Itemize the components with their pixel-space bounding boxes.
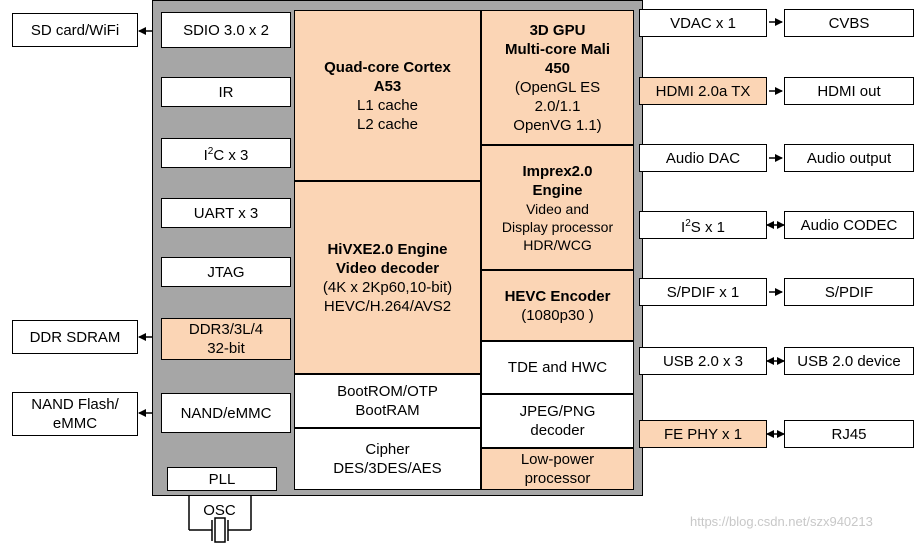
ddr-controller-line2: 32-bit bbox=[207, 340, 245, 357]
ddr-sdram-device: DDR SDRAM bbox=[12, 320, 138, 354]
hdmi-tx-label: HDMI 2.0a TX bbox=[655, 82, 751, 100]
vdec-line1: HiVXE2.0 Engine bbox=[327, 240, 448, 258]
lowpower-line1: Low-power bbox=[520, 451, 595, 468]
gpu-line4: (OpenGL ES bbox=[514, 78, 601, 96]
nand-device-line1: NAND Flash/ bbox=[31, 396, 119, 413]
imprex-line2: Engine bbox=[532, 181, 583, 199]
tde-line1: TDE and HWC bbox=[507, 359, 608, 376]
hevc-enc-line2: (1080p30 ) bbox=[521, 306, 594, 324]
jpeg-line2: decoder bbox=[530, 422, 585, 439]
audio-codec: Audio CODEC bbox=[784, 211, 914, 239]
fe-phy-label: FE PHY x 1 bbox=[663, 425, 743, 443]
rj45-port: RJ45 bbox=[784, 420, 914, 448]
jpeg-line1: JPEG/PNG bbox=[519, 403, 596, 420]
nand-emmc-device: NAND Flash/ eMMC bbox=[12, 392, 138, 436]
cvbs-output: CVBS bbox=[784, 9, 914, 37]
vdec-line3: (4K x 2Kp60,10-bit) bbox=[322, 278, 453, 296]
sdio-interface: SDIO 3.0 x 2 bbox=[161, 12, 291, 48]
usb-label: USB 2.0 x 3 bbox=[662, 352, 744, 370]
lowpower-line2: processor bbox=[524, 470, 591, 487]
i2c-label: I2C x 3 bbox=[203, 145, 249, 164]
hevc-encoder-block: HEVC Encoder (1080p30 ) bbox=[481, 270, 634, 341]
gpu-line1: 3D GPU bbox=[529, 21, 586, 39]
uart-interface: UART x 3 bbox=[161, 198, 291, 228]
gpu-line6: OpenVG 1.1) bbox=[513, 116, 602, 134]
low-power-processor-block: Low-power processor bbox=[481, 448, 634, 490]
usb-device-label: USB 2.0 device bbox=[797, 352, 901, 370]
usb-device: USB 2.0 device bbox=[784, 347, 914, 375]
vdac-interface: VDAC x 1 bbox=[639, 9, 767, 37]
gpu-line5: 2.0/1.1 bbox=[534, 97, 581, 115]
osc-label: OSC bbox=[203, 501, 236, 519]
jpeg-decoder-block: JPEG/PNG decoder bbox=[481, 394, 634, 448]
imprex-line3: Video and bbox=[526, 200, 589, 217]
cpu-block: Quad-core Cortex A53 L1 cache L2 cache bbox=[294, 10, 481, 181]
gpu-line3: 450 bbox=[544, 59, 571, 77]
cipher-line1: Cipher bbox=[365, 441, 410, 458]
watermark-text: https://blog.csdn.net/szx940213 bbox=[690, 514, 873, 529]
sd-wifi-device: SD card/WiFi bbox=[12, 13, 138, 47]
spdif-output: S/PDIF bbox=[784, 278, 914, 306]
cipher-block: Cipher DES/3DES/AES bbox=[294, 428, 481, 490]
bootrom-line1: BootROM/OTP bbox=[337, 383, 438, 400]
cpu-line3: L1 cache bbox=[357, 96, 418, 114]
jtag-interface: JTAG bbox=[161, 257, 291, 287]
audio-dac-interface: Audio DAC bbox=[639, 144, 767, 172]
video-decoder-block: HiVXE2.0 Engine Video decoder (4K x 2Kp6… bbox=[294, 181, 481, 374]
vdec-line4: HEVC/H.264/AVS2 bbox=[323, 297, 452, 315]
bootrom-block: BootROM/OTP BootRAM bbox=[294, 374, 481, 428]
audio-output: Audio output bbox=[784, 144, 914, 172]
nand-device-line2: eMMC bbox=[52, 415, 98, 432]
imprex-line5: HDR/WCG bbox=[523, 236, 592, 253]
ddr-controller: DDR3/3L/4 32-bit bbox=[161, 318, 291, 360]
sdio-label: SDIO 3.0 x 2 bbox=[183, 21, 269, 39]
sd-wifi-label: SD card/WiFi bbox=[30, 21, 120, 39]
imprex-line1: Imprex2.0 bbox=[522, 162, 593, 180]
uart-label: UART x 3 bbox=[193, 204, 259, 222]
hdmi-out: HDMI out bbox=[784, 77, 914, 105]
cpu-line2: A53 bbox=[373, 77, 402, 95]
ddr-sdram-label: DDR SDRAM bbox=[29, 328, 121, 346]
pll-block: PLL bbox=[167, 467, 277, 491]
audio-dac-label: Audio DAC bbox=[665, 149, 741, 167]
hdmi-tx-interface: HDMI 2.0a TX bbox=[639, 77, 767, 105]
i2s-interface: I2S x 1 bbox=[639, 211, 767, 239]
jtag-label: JTAG bbox=[207, 263, 245, 281]
bootrom-line2: BootRAM bbox=[355, 402, 420, 419]
audio-output-label: Audio output bbox=[806, 149, 892, 167]
osc-label-box: OSC bbox=[192, 500, 247, 520]
gpu-block: 3D GPU Multi-core Mali 450 (OpenGL ES 2.… bbox=[481, 10, 634, 145]
audio-codec-label: Audio CODEC bbox=[800, 216, 898, 234]
imprex-line4: Display processor bbox=[501, 218, 614, 235]
cvbs-label: CVBS bbox=[828, 14, 870, 32]
fe-phy-interface: FE PHY x 1 bbox=[639, 420, 767, 448]
spdif-iface-label: S/PDIF x 1 bbox=[666, 283, 740, 301]
i2c-interface: I2C x 3 bbox=[161, 138, 291, 168]
cpu-line4: L2 cache bbox=[357, 115, 418, 133]
gpu-line2: Multi-core Mali bbox=[504, 40, 610, 58]
spdif-interface: S/PDIF x 1 bbox=[639, 278, 767, 306]
vdac-label: VDAC x 1 bbox=[670, 14, 736, 32]
rj45-label: RJ45 bbox=[831, 425, 867, 443]
vdec-line2: Video decoder bbox=[335, 259, 440, 277]
hevc-enc-line1: HEVC Encoder bbox=[504, 287, 611, 305]
i2s-label: I2S x 1 bbox=[681, 217, 725, 236]
cpu-line1: Quad-core Cortex bbox=[324, 58, 451, 76]
cipher-line2: DES/3DES/AES bbox=[333, 460, 442, 477]
hdmi-out-label: HDMI out bbox=[817, 82, 881, 100]
nand-emmc-label: NAND/eMMC bbox=[180, 404, 272, 422]
crystal-symbol bbox=[188, 490, 252, 543]
ir-label: IR bbox=[218, 83, 234, 101]
nand-emmc-interface: NAND/eMMC bbox=[161, 393, 291, 433]
pll-label: PLL bbox=[208, 470, 236, 488]
spdif-out-label: S/PDIF bbox=[824, 283, 874, 301]
tde-hwc-block: TDE and HWC bbox=[481, 341, 634, 394]
ddr-controller-line1: DDR3/3L/4 bbox=[188, 321, 264, 338]
imprex-engine-block: Imprex2.0 Engine Video and Display proce… bbox=[481, 145, 634, 270]
ir-interface: IR bbox=[161, 77, 291, 107]
usb-interface: USB 2.0 x 3 bbox=[639, 347, 767, 375]
